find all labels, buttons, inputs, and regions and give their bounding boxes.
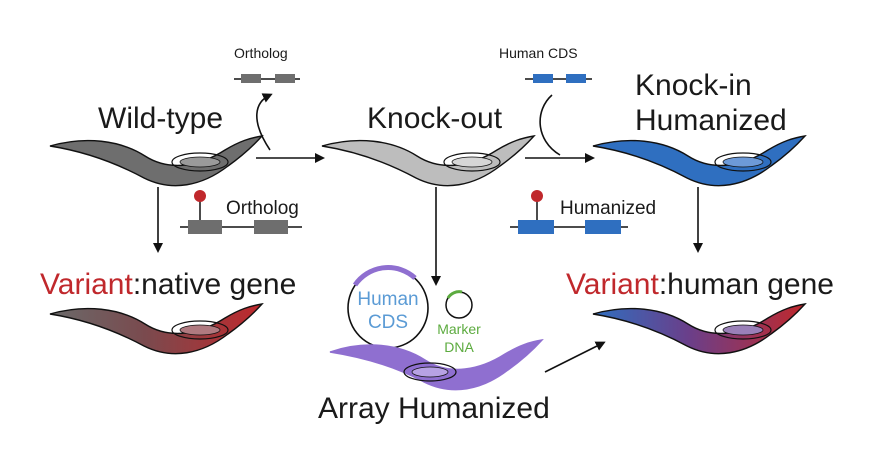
humanized-variant-gene-icon (510, 190, 628, 234)
array-humanized-worm (329, 338, 544, 391)
variant-native-worm (49, 302, 264, 355)
wild-type-worm (49, 134, 264, 187)
human-cds-top-label: Human CDS (499, 45, 578, 61)
variant-left-suffix: :native gene (133, 268, 296, 301)
marker-label: Marker (437, 321, 481, 337)
human-cds-curved-arrow (539, 94, 561, 156)
ortholog-variant-gene-icon (180, 190, 302, 234)
marker-dna-plasmid: Marker DNA (437, 290, 481, 355)
ortholog-curved-arrow (256, 93, 273, 151)
human-cds-plasmid: Human CDS (347, 265, 429, 349)
knock-in-humanized-worm (592, 134, 807, 187)
ortholog-top-label: Ortholog (234, 45, 288, 61)
wild-type-label: Wild-type (98, 102, 223, 135)
variant-right-suffix: :human gene (659, 268, 834, 301)
variant-right-prefix: Variant (566, 268, 659, 301)
humanized-label: Humanized (635, 104, 787, 137)
variant-left-prefix: Variant (40, 268, 133, 301)
variant-native-gene-label: Variant:native gene (40, 268, 296, 301)
array-to-variant-arrow (544, 341, 606, 373)
humanized-mid-label: Humanized (560, 198, 656, 219)
knock-in-label: Knock-in (635, 69, 752, 102)
ortholog-mid-label: Ortholog (226, 198, 299, 219)
variant-human-gene-label: Variant:human gene (566, 268, 834, 301)
plasmid-cds-label: CDS (368, 312, 408, 333)
knock-out-label: Knock-out (367, 102, 503, 135)
variant-human-worm (592, 302, 807, 355)
dna-label: DNA (444, 339, 474, 355)
array-humanized-label: Array Humanized (318, 392, 550, 425)
human-cds-gene-icon (525, 74, 592, 83)
plasmid-human-label: Human (357, 289, 418, 310)
ortholog-gene-icon (234, 74, 300, 83)
knock-out-worm (321, 134, 536, 187)
